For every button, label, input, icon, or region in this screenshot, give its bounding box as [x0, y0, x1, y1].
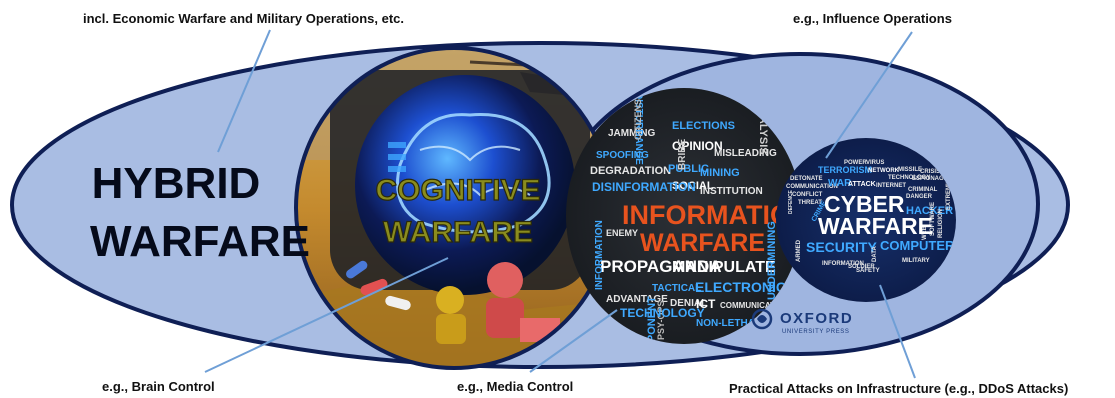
- connector-top-left: [217, 29, 271, 153]
- cyber-word: TERRORISM: [818, 165, 872, 175]
- cyber-word: NETWORK: [868, 168, 900, 174]
- cyber-word: DATA: [872, 246, 878, 262]
- information-word: SPOOFING: [596, 150, 649, 161]
- cyber-word: DEFENCE: [788, 189, 794, 214]
- hybrid-warfare-title-line2: WARFARE: [90, 217, 310, 266]
- annotation-brain-control: e.g., Brain Control: [102, 379, 215, 394]
- annotation-economic-military: incl. Economic Warfare and Military Oper…: [83, 11, 404, 26]
- cyber-word: MISSILE: [898, 167, 922, 173]
- information-word: BRIBE: [677, 139, 688, 170]
- cyber-word: CRISIS: [920, 169, 940, 175]
- information-word: TECHNOLOGY: [620, 306, 705, 320]
- information-warfare-wordcloud: JAMMINGELECTIONSOPINIONMISLEADINGANALYSI…: [566, 88, 810, 358]
- information-word: JAMMING: [608, 128, 655, 139]
- information-word: ADVANTAGE: [606, 294, 668, 305]
- annotation-influence-operations: e.g., Influence Operations: [793, 11, 952, 26]
- cyber-word: DANGER: [906, 194, 933, 200]
- robot-figures: [436, 262, 560, 344]
- information-word: PROPAGANDA: [600, 257, 722, 276]
- information-word: OPPONENT: [646, 296, 658, 358]
- cyber-word: MILITARY: [902, 258, 930, 264]
- information-word: DISTURBANCE: [633, 92, 644, 165]
- cyber-word: ARMED: [796, 239, 802, 262]
- information-word: OPINION: [672, 139, 723, 153]
- cyber-word: POWER: [844, 160, 867, 166]
- cyber-word: SAFETY: [856, 268, 880, 274]
- information-warfare-title-line1: INFORMATION: [622, 200, 810, 230]
- cyber-word: EXTREMIST: [946, 175, 952, 210]
- cyber-word: WEB: [922, 225, 928, 240]
- annotation-infrastructure-attacks: Practical Attacks on Infrastructure (e.g…: [729, 381, 1068, 396]
- cyber-word: WAR: [828, 178, 852, 189]
- cyber-word: ATTACK: [848, 181, 876, 188]
- cyber-word: HACKER: [906, 205, 953, 217]
- cyber-word: TECHNOLOGY: [888, 175, 930, 181]
- oxford-logo-name: OXFORD: [780, 310, 853, 327]
- information-word: ELECTIONS: [672, 120, 735, 132]
- information-word: COMMUNICATION: [720, 301, 789, 310]
- information-word: INSTITUTION: [700, 186, 763, 197]
- connector-bottom-right: [879, 284, 916, 379]
- cyber-word: VIRUS: [866, 160, 884, 166]
- connector-lines: [204, 29, 916, 379]
- cyber-word: COMMUNICATION: [786, 184, 838, 190]
- information-word: PSY-OPS: [656, 300, 666, 340]
- cyber-word: THREAT: [798, 200, 822, 206]
- cyber-word: SECURITY: [806, 239, 877, 255]
- information-word: MINING: [700, 167, 740, 179]
- information-word: DISINFORMATION: [592, 180, 696, 194]
- cognitive-warfare-title-line2: WARFARE: [383, 216, 533, 249]
- cyber-word: SOFTWARE: [930, 202, 936, 236]
- cyber-word: INTERNET: [876, 183, 906, 189]
- information-word: PUBLIC: [668, 163, 709, 175]
- information-word: TACTICAL: [652, 283, 701, 294]
- oxford-logo: OXFORD UNIVERSITY PRESS: [751, 308, 853, 335]
- connector-bottom-left: [204, 257, 449, 373]
- cyber-word: RELIGION: [938, 209, 944, 238]
- cyber-word: CRIMINAL: [908, 187, 938, 193]
- information-word: ENEMY: [606, 228, 638, 238]
- information-word: MISLEADING: [714, 148, 777, 159]
- information-word: DENIAL: [670, 298, 707, 309]
- hybrid-warfare-title-line1: HYBRID: [92, 159, 261, 208]
- annotation-media-control: e.g., Media Control: [457, 379, 573, 394]
- information-word: NON-LETHAL: [696, 318, 761, 329]
- cyber-word: DETONATE: [790, 176, 822, 182]
- cyber-warfare-title-line1: CYBER: [824, 191, 905, 217]
- information-word: MANIPULATE: [672, 259, 776, 276]
- information-word: INFORMATION: [594, 220, 605, 290]
- information-word: UNDERMINING: [766, 221, 778, 300]
- cognitive-warfare-title-line1: COGNITIVE: [375, 174, 540, 207]
- cyber-word: SOLDIER: [848, 264, 875, 270]
- connector-bottom-center: [529, 309, 618, 373]
- cyber-warfare-title-line2: WARFARE: [818, 213, 933, 239]
- cyber-word: INFORMATION: [822, 261, 864, 267]
- information-word: CITIZENS: [633, 99, 643, 140]
- cyber-word: COMPUTER: [880, 238, 955, 253]
- cyber-word: ESPIONAGE: [912, 176, 948, 182]
- information-word: ELECTRONIC: [695, 279, 786, 295]
- cyber-word: CONFLICT: [792, 192, 823, 198]
- information-word: DEGRADATION: [590, 165, 671, 177]
- oxford-logo-sub: UNIVERSITY PRESS: [782, 329, 850, 335]
- information-word: SOCIAL: [672, 180, 714, 192]
- information-warfare-title-line2: WARFARE: [640, 229, 765, 257]
- information-word: ICT: [696, 297, 716, 311]
- connector-top-right: [825, 31, 913, 159]
